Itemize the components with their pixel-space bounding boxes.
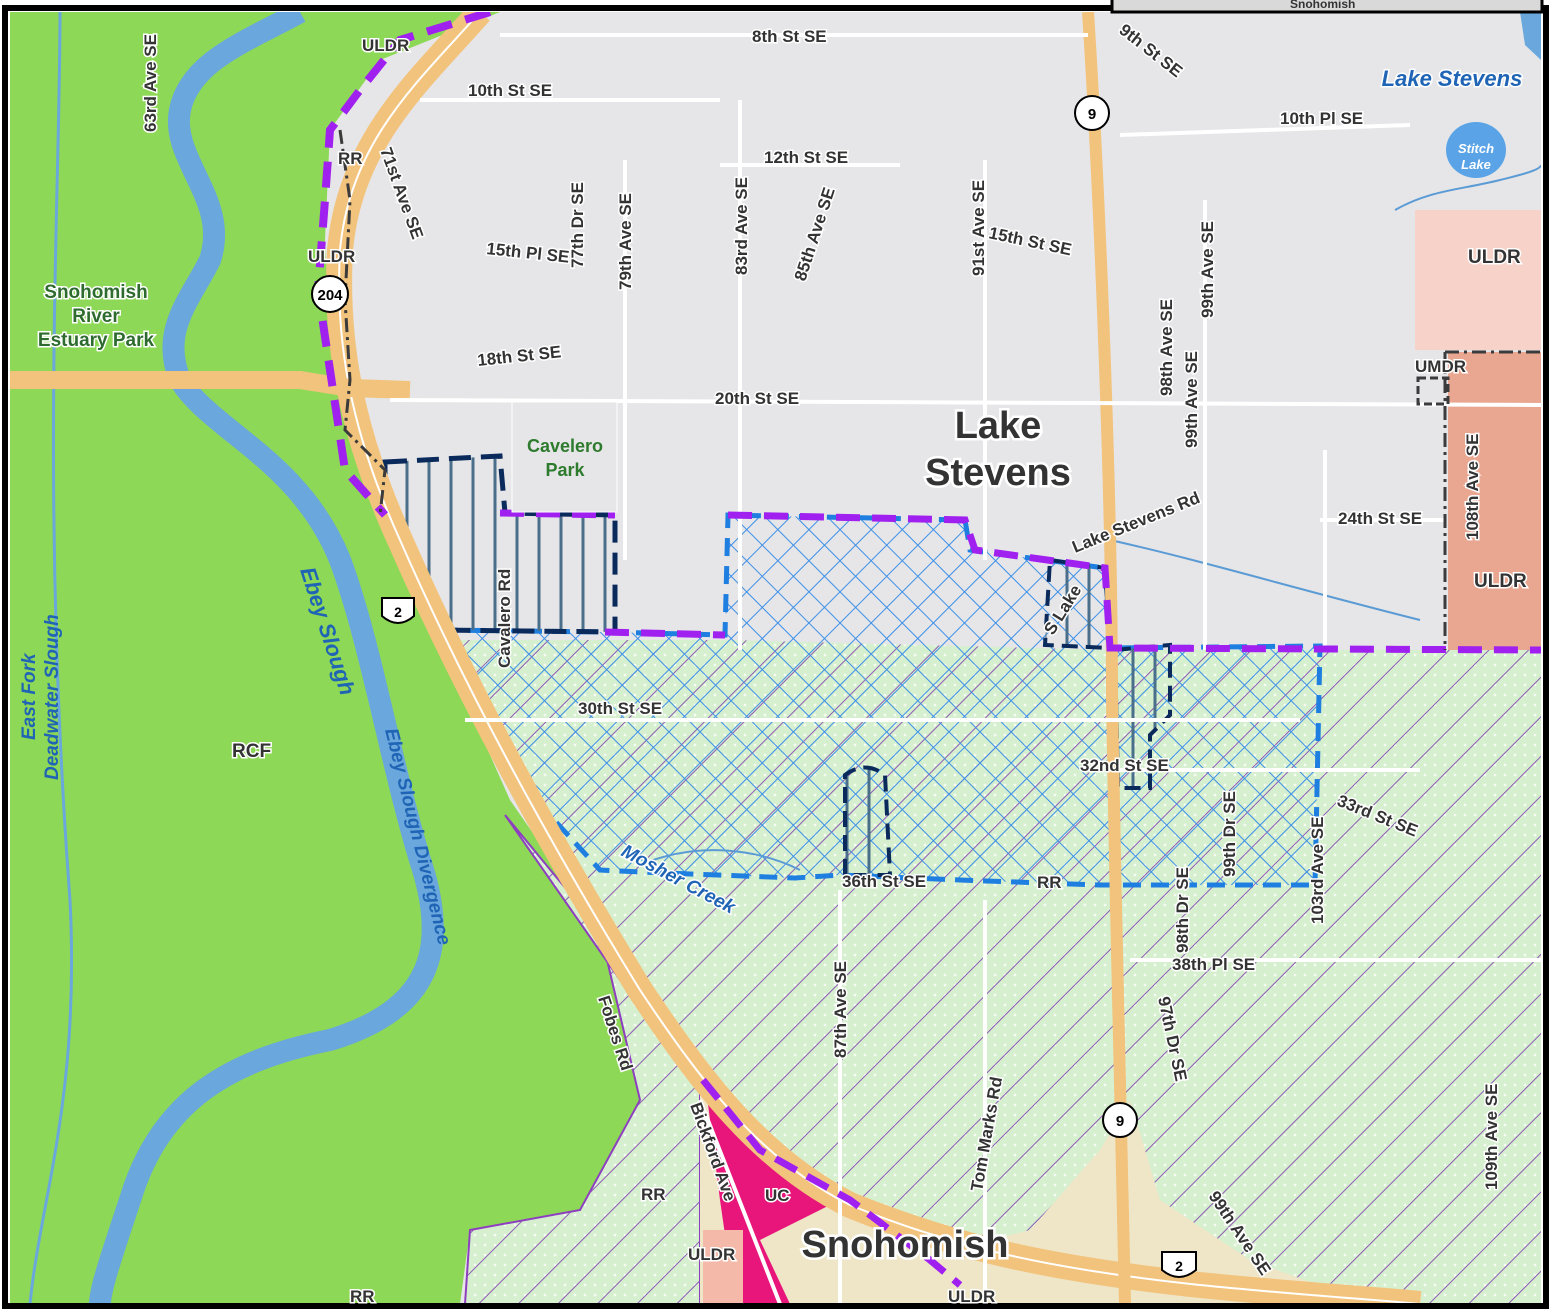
street-label: 98th Ave SE	[1157, 299, 1176, 396]
street-label: 91st Ave SE	[969, 180, 988, 276]
street-label: 24th St SE	[1338, 509, 1422, 528]
street-label: 36th St SE	[842, 872, 926, 891]
snohomish-urban-area	[700, 1080, 1370, 1304]
zone-label: ULDR	[1474, 571, 1527, 592]
lake-stevens-water	[1520, 12, 1541, 60]
svg-text:2: 2	[1175, 1258, 1183, 1274]
city-boundary-snohomish	[700, 1077, 963, 1288]
street-label: 77th Dr SE	[568, 182, 587, 268]
zone-label: UMDR	[1415, 357, 1466, 376]
uldr-snohomish-zone	[703, 1230, 743, 1304]
street-label: Cavalero Rd	[495, 569, 514, 668]
sr-204-shield: 204	[311, 275, 349, 313]
sr-9-highway	[1082, 12, 1131, 1304]
svg-text:Lake: Lake	[1461, 157, 1491, 172]
sr-204-highway	[10, 371, 411, 399]
us-2-shield-east: 2	[1161, 1251, 1197, 1278]
street-label: 30th St SE	[578, 699, 662, 718]
zone-label: UC	[765, 1186, 790, 1205]
street-label: 12th St SE	[764, 148, 848, 167]
umdr-small-parcel	[1416, 376, 1450, 406]
svg-text:Cavelero: Cavelero	[527, 436, 603, 456]
zone-label: ULDR	[948, 1287, 995, 1306]
svg-text:Deadwater Slough: Deadwater Slough	[42, 614, 63, 780]
svg-text:Stitch: Stitch	[1458, 141, 1494, 156]
umdr-zone-east	[1448, 352, 1541, 650]
study-area-36th-vertical	[843, 765, 893, 877]
svg-text:Estuary Park: Estuary Park	[38, 330, 155, 351]
zone-label: ULDR	[362, 36, 409, 55]
street-label: 20th St SE	[715, 389, 799, 408]
street-label: 103rd Ave SE	[1308, 817, 1327, 924]
sr-9-shield-south: 9	[1102, 1102, 1138, 1138]
svg-text:204: 204	[317, 287, 343, 304]
stitch-lake-water	[1446, 122, 1506, 178]
zone-label: ULDR	[1468, 247, 1521, 268]
street-label: 38th Pl SE	[1172, 955, 1255, 974]
street-label: 98th Dr SE	[1173, 867, 1192, 953]
estuary-park-label: Snohomish River Estuary Park	[36, 281, 156, 353]
local-streets	[389, 33, 1541, 1304]
street-label: 32nd St SE	[1080, 756, 1169, 775]
street-label: 79th Ave SE	[616, 193, 635, 290]
street-label: 63rd Ave SE	[141, 34, 160, 132]
street-label: 83rd Ave SE	[732, 177, 751, 275]
zone-label: RR	[1037, 873, 1062, 892]
street-label: 87th Ave SE	[831, 961, 850, 1058]
svg-text:Stevens: Stevens	[925, 452, 1071, 494]
zone-label: RR	[641, 1185, 666, 1204]
svg-text:2: 2	[394, 604, 402, 620]
street-label: 99th Dr SE	[1220, 791, 1239, 877]
zone-label: RCF	[232, 741, 271, 762]
svg-text:River: River	[72, 306, 120, 327]
street-label: 8th St SE	[752, 27, 827, 46]
street-label: 108th Ave SE	[1463, 434, 1482, 540]
east-fork-deadwater-slough-label: East Fork Deadwater Slough	[19, 614, 63, 780]
street-label: 10th St SE	[468, 81, 552, 100]
street-label: 99th Ave SE	[1198, 221, 1217, 318]
map-frame	[2, 5, 1549, 1309]
svg-text:Lake: Lake	[955, 405, 1042, 447]
cavelero-park-label: Cavelero Park	[527, 436, 603, 480]
street-label: 10th Pl SE	[1280, 109, 1363, 128]
svg-text:East Fork: East Fork	[19, 652, 40, 740]
lake-stevens-water-label: Lake Stevens	[1382, 66, 1523, 91]
svg-text:9: 9	[1088, 106, 1096, 123]
snohomish-city-label: Snohomish	[802, 1224, 1009, 1266]
city-boundary-north-study	[499, 509, 1541, 654]
zone-label: ULDR	[308, 247, 355, 266]
svg-text:9: 9	[1116, 1113, 1124, 1130]
zone-label: RR	[350, 1287, 375, 1306]
snohomish-river	[89, 12, 444, 1304]
svg-text:Snohomish: Snohomish	[44, 282, 147, 303]
uga-boundary	[338, 129, 1541, 650]
uldr-zone-east	[1415, 210, 1541, 350]
cavelero-park-area	[511, 401, 618, 513]
sr-9-shield-north: 9	[1074, 95, 1110, 131]
us-2-shield-west: 2	[381, 597, 415, 624]
inset-label: Snohomish	[1290, 0, 1355, 11]
street-label: 109th Ave SE	[1482, 1084, 1501, 1190]
street-label: 99th Ave SE	[1182, 351, 1201, 448]
zone-label: ULDR	[688, 1245, 735, 1264]
lake-stevens-city-label: Lake Stevens	[923, 403, 1074, 497]
svg-text:Park: Park	[545, 460, 585, 480]
inset-map	[1110, 0, 1544, 14]
stitch-lake-label: Stitch Lake	[1458, 141, 1494, 172]
zone-label: RR	[338, 149, 363, 168]
